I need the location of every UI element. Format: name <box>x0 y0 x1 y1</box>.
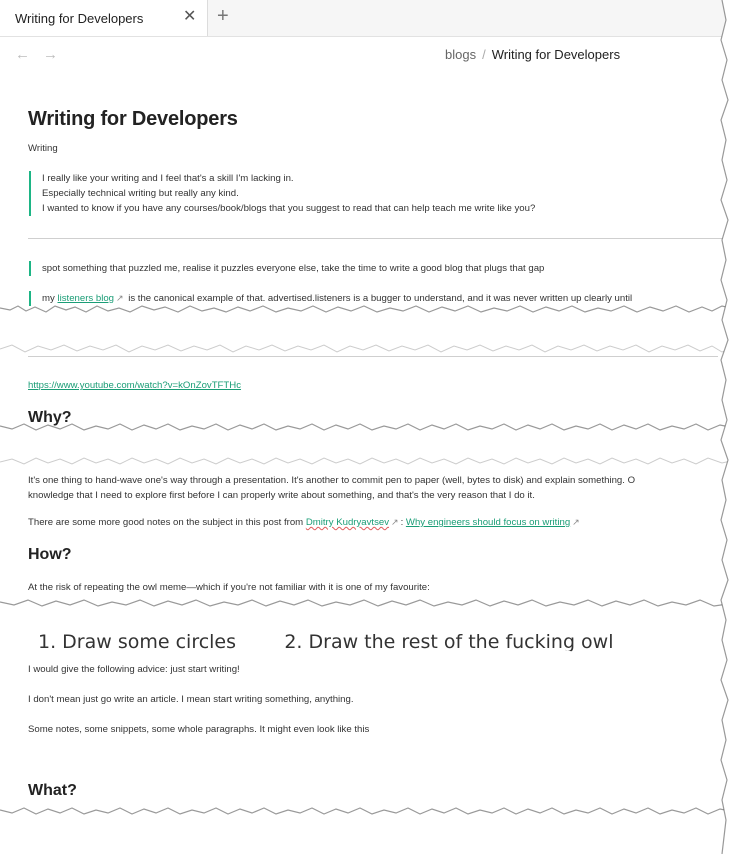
torn-edge-right <box>720 0 735 854</box>
tab-title: Writing for Developers <box>15 11 144 26</box>
tab-writing-for-developers[interactable]: Writing for Developers ✕ <box>0 0 208 36</box>
torn-edge <box>0 423 735 465</box>
divider <box>28 238 728 239</box>
close-icon[interactable]: ✕ <box>183 8 197 25</box>
blockquote-question: I really like your writing and I feel th… <box>29 171 535 216</box>
blockquote-puzzle: spot something that puzzled me, realise … <box>29 261 544 276</box>
quote-line: I really like your writing and I feel th… <box>42 173 294 184</box>
how-paragraph: At the risk of repeating the owl meme—wh… <box>28 582 430 593</box>
advice-paragraph-3: Some notes, some snippets, some whole pa… <box>28 724 370 735</box>
notes-text: : <box>400 517 406 528</box>
arrow-right-icon[interactable]: → <box>43 46 58 63</box>
quote-text: my <box>42 293 58 304</box>
breadcrumb-current: Writing for Developers <box>491 47 621 62</box>
heading-how: How? <box>28 546 72 563</box>
plus-icon[interactable]: + <box>217 5 229 27</box>
quote-line: I wanted to know if you have any courses… <box>42 203 536 214</box>
tag-label[interactable]: Writing <box>28 143 58 154</box>
torn-edge <box>0 649 735 662</box>
tab-bar: Writing for Developers ✕ + <box>0 0 735 37</box>
breadcrumb-separator: / <box>482 47 486 62</box>
blockquote-listeners: my listeners blog↗ is the canonical exam… <box>29 291 632 306</box>
notes-text: There are some more good notes on the su… <box>28 517 306 528</box>
external-link-icon: ↗ <box>572 517 580 527</box>
torn-edge <box>0 305 735 353</box>
owl-meme-partial: 1. Draw some circles 2. Draw the rest of… <box>38 631 614 653</box>
author-link[interactable]: Dmitry Kudryavtsev <box>305 517 390 528</box>
youtube-link[interactable]: https://www.youtube.com/watch?v=kOnZovTF… <box>28 380 242 391</box>
heading-what: What? <box>28 782 77 799</box>
owl-meme-text: 1. Draw some circles 2. Draw the rest of… <box>38 631 614 653</box>
notes-paragraph: There are some more good notes on the su… <box>28 517 582 528</box>
quote-line: my listeners blog↗ is the canonical exam… <box>42 291 632 306</box>
torn-edge <box>0 807 735 854</box>
torn-edge <box>0 599 735 624</box>
arrow-left-icon[interactable]: ← <box>15 46 30 63</box>
listeners-blog-link[interactable]: listeners blog <box>57 293 114 304</box>
quote-line: spot something that puzzled me, realise … <box>42 263 545 274</box>
advice-paragraph-2: I don't mean just go write an article. I… <box>28 694 354 705</box>
page-title: Writing for Developers <box>28 108 238 130</box>
external-link-icon: ↗ <box>116 293 124 303</box>
heading-why: Why? <box>28 409 72 426</box>
breadcrumb: blogs / Writing for Developers <box>445 47 620 62</box>
advice-paragraph: I would give the following advice: just … <box>28 664 240 675</box>
divider <box>28 356 718 357</box>
quote-line: Especially technical writing but really … <box>42 188 239 199</box>
breadcrumb-parent[interactable]: blogs <box>445 47 477 62</box>
external-link-icon: ↗ <box>391 517 399 527</box>
why-paragraph: It's one thing to hand-wave one's way th… <box>28 473 635 503</box>
why-line: knowledge that I need to explore first b… <box>28 490 535 501</box>
video-link-line: https://www.youtube.com/watch?v=kOnZovTF… <box>28 380 241 391</box>
article-link[interactable]: Why engineers should focus on writing <box>405 517 571 528</box>
why-line: It's one thing to hand-wave one's way th… <box>28 475 636 486</box>
quote-text: is the canonical example of that. advert… <box>125 293 633 304</box>
